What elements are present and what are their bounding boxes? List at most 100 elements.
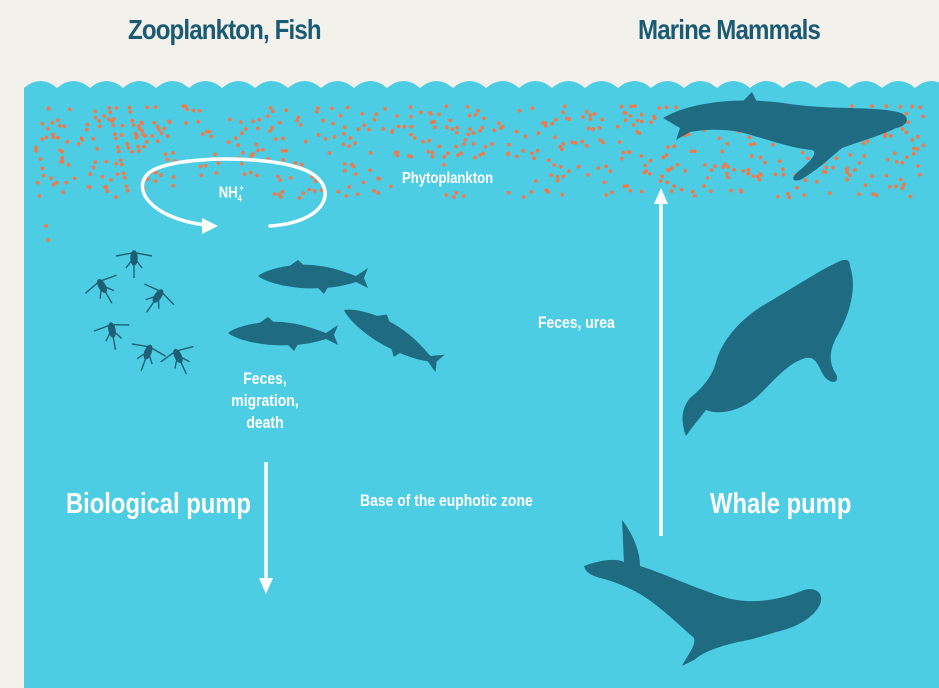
phytoplankton-dot-icon (629, 114, 633, 118)
phytoplankton-dot-icon (240, 131, 244, 135)
phytoplankton-dot-icon (530, 190, 534, 194)
phytoplankton-dot-icon (747, 136, 751, 140)
phytoplankton-dot-icon (281, 137, 285, 141)
phytoplankton-dot-icon (452, 195, 456, 199)
phytoplankton-dot-icon (321, 119, 325, 123)
phytoplankton-dot-icon (858, 161, 862, 165)
phytoplankton-dot-icon (782, 173, 786, 177)
phytoplankton-dot-icon (121, 124, 125, 128)
phytoplankton-dot-icon (537, 131, 541, 135)
phytoplankton-dot-icon (554, 118, 558, 122)
phytoplankton-dot-icon (567, 169, 571, 173)
phytoplankton-dot-icon (68, 107, 72, 111)
phytoplankton-dot-icon (649, 120, 653, 124)
phytoplankton-dot-icon (478, 129, 482, 133)
phytoplankton-dot-icon (67, 163, 71, 167)
phytoplankton-dot-icon (58, 124, 62, 128)
phytoplankton-dot-icon (367, 128, 371, 132)
phytoplankton-dot-icon (184, 104, 188, 108)
phytoplankton-dot-icon (657, 106, 661, 110)
nh4-label: NH4+ (219, 183, 244, 204)
phytoplankton-dot-icon (172, 175, 176, 179)
phytoplankton-dot-icon (165, 158, 169, 162)
phytoplankton-dot-icon (240, 162, 244, 166)
phytoplankton-dot-icon (758, 172, 762, 176)
phytoplankton-dot-icon (98, 125, 102, 129)
phytoplankton-dot-icon (870, 104, 874, 108)
phytoplankton-dot-icon (298, 196, 302, 200)
phytoplankton-dot-icon (665, 105, 669, 109)
phytoplankton-dot-icon (201, 132, 205, 136)
phytoplankton-dot-icon (338, 114, 342, 118)
phytoplankton-dot-icon (804, 178, 808, 182)
phytoplankton-dot-icon (899, 178, 903, 182)
phytoplankton-dot-icon (648, 172, 652, 176)
phytoplankton-dot-icon (85, 123, 89, 127)
phytoplankton-dot-icon (732, 168, 736, 172)
phytoplankton-dot-icon (801, 151, 805, 155)
phytoplankton-dot-icon (64, 181, 68, 185)
phytoplankton-dot-icon (472, 142, 476, 146)
phytoplankton-dot-icon (346, 106, 350, 110)
phytoplankton-dot-icon (466, 133, 470, 137)
phytoplankton-dot-icon (787, 196, 791, 200)
phytoplankton-dot-icon (670, 189, 674, 193)
phytoplankton-dot-icon (718, 136, 722, 140)
phytoplankton-dot-icon (703, 163, 707, 167)
phytoplankton-dot-icon (665, 153, 669, 157)
phytoplankton-dot-icon (114, 106, 118, 110)
phytoplankton-dot-icon (622, 151, 626, 155)
phytoplankton-dot-icon (884, 104, 888, 108)
phytoplankton-dot-icon (92, 166, 96, 170)
phytoplankton-dot-icon (482, 152, 486, 156)
phytoplankton-dot-icon (530, 152, 534, 156)
feces-urea-label: Feces, urea (538, 313, 615, 333)
phytoplankton-dot-icon (134, 136, 138, 140)
phytoplankton-dot-icon (304, 140, 308, 144)
phytoplankton-dot-icon (87, 185, 91, 189)
phytoplankton-dot-icon (889, 134, 893, 138)
phytoplankton-dot-icon (670, 166, 674, 170)
phytoplankton-dot-icon (888, 185, 892, 189)
phytoplankton-dot-icon (300, 163, 304, 167)
phytoplankton-dot-icon (725, 142, 729, 146)
phytoplankton-dot-icon (216, 161, 220, 165)
phytoplankton-dot-icon (85, 128, 89, 132)
feces-migration-death-label: Feces, migration, death (228, 368, 302, 434)
phytoplankton-dot-icon (113, 132, 117, 136)
phytoplankton-dot-icon (363, 123, 367, 127)
phytoplankton-dot-icon (672, 144, 676, 148)
phytoplankton-dot-icon (103, 185, 107, 189)
phytoplankton-dot-icon (192, 109, 196, 113)
phytoplankton-dot-icon (561, 193, 565, 197)
phytoplankton-dot-icon (279, 195, 283, 199)
phytoplankton-dot-icon (397, 125, 401, 129)
phytoplankton-dot-icon (428, 139, 432, 143)
phytoplankton-dot-icon (342, 143, 346, 147)
phytoplankton-dot-icon (565, 117, 569, 121)
phytoplankton-dot-icon (759, 156, 763, 160)
phytoplankton-dot-icon (518, 109, 522, 113)
phytoplankton-dot-icon (345, 194, 349, 198)
phytoplankton-dot-icon (114, 195, 118, 199)
phytoplankton-dot-icon (372, 189, 376, 193)
phytoplankton-dot-icon (778, 159, 782, 163)
phytoplankton-dot-icon (162, 126, 166, 130)
phytoplankton-dot-icon (643, 171, 647, 175)
phytoplankton-dot-icon (126, 146, 130, 150)
phytoplankton-dot-icon (739, 190, 743, 194)
phytoplankton-dot-icon (294, 161, 298, 165)
phytoplankton-dot-icon (450, 127, 454, 131)
phytoplankton-dot-icon (269, 106, 273, 110)
phytoplankton-dot-icon (101, 175, 105, 179)
phytoplankton-dot-icon (376, 177, 380, 181)
phytoplankton-dot-icon (357, 127, 361, 131)
phytoplankton-dot-icon (122, 171, 126, 175)
phytoplankton-dot-icon (324, 137, 328, 141)
phytoplankton-dot-icon (281, 158, 285, 162)
phytoplankton-dot-icon (904, 130, 908, 134)
phytoplankton-dot-icon (347, 144, 351, 148)
phytoplankton-dot-icon (476, 109, 480, 113)
whale-pump-label: Whale pump (710, 488, 851, 521)
phytoplankton-dot-icon (802, 193, 806, 197)
